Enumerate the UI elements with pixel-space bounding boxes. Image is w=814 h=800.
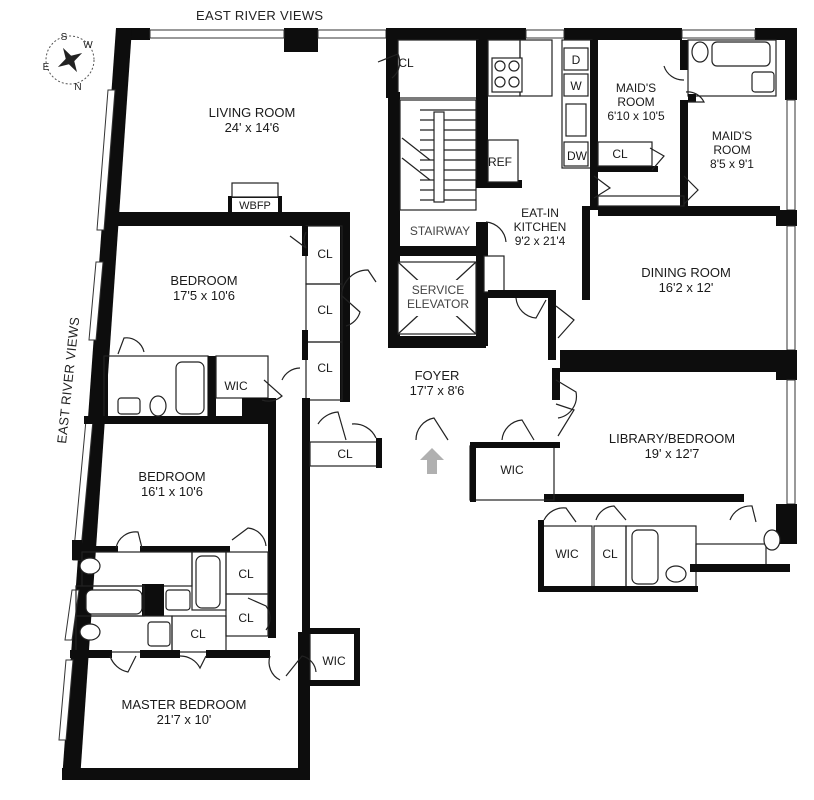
compass-s: S bbox=[61, 32, 68, 43]
maids-room1-dims: 6'10 x 10'5 bbox=[607, 109, 665, 123]
wic-master-label: WIC bbox=[322, 654, 346, 668]
library-dims: 19' x 12'7 bbox=[645, 446, 700, 461]
closet-master-label: CL bbox=[190, 627, 206, 641]
exterior-walls bbox=[58, 28, 797, 780]
service-elevator-line2: ELEVATOR bbox=[407, 297, 469, 311]
foyer-dims: 17'7 x 8'6 bbox=[410, 383, 465, 398]
dryer-label: D bbox=[572, 53, 581, 67]
fixtures bbox=[79, 41, 781, 647]
ref-label: REF bbox=[488, 155, 512, 169]
closet-maid-label: CL bbox=[612, 147, 628, 161]
compass-icon: S W N E bbox=[43, 32, 95, 93]
wic-bed1-label: WIC bbox=[224, 379, 248, 393]
closet-foyer-label: CL bbox=[337, 447, 353, 461]
bedroom1-name: BEDROOM bbox=[170, 273, 237, 288]
dishwasher-label: DW bbox=[567, 149, 588, 163]
bedroom2-name: BEDROOM bbox=[138, 469, 205, 484]
view-top-label: EAST RIVER VIEWS bbox=[196, 8, 323, 23]
maids-room2-dims: 8'5 x 9'1 bbox=[710, 157, 754, 171]
closet-bed1-a-label: CL bbox=[317, 247, 333, 261]
closet-bed1-b-label: CL bbox=[317, 303, 333, 317]
closet-bed2-b-label: CL bbox=[238, 611, 254, 625]
living-room-name: LIVING ROOM bbox=[209, 105, 296, 120]
washer-label: W bbox=[570, 79, 582, 93]
kitchen-dims: 9'2 x 21'4 bbox=[515, 234, 566, 248]
dining-room-dims: 16'2 x 12' bbox=[659, 280, 714, 295]
bedroom1-dims: 17'5 x 10'6 bbox=[173, 288, 235, 303]
interior-walls: WBFP bbox=[70, 28, 790, 686]
closet-bed1-c-label: CL bbox=[317, 361, 333, 375]
wbfp-label: WBFP bbox=[239, 200, 271, 212]
view-left-label: EAST RIVER VIEWS bbox=[54, 316, 82, 444]
living-room-dims: 24' x 14'6 bbox=[225, 120, 280, 135]
compass-e: E bbox=[43, 62, 50, 73]
kitchen-line2: KITCHEN bbox=[514, 220, 567, 234]
bedroom2-dims: 16'1 x 10'6 bbox=[141, 484, 203, 499]
library-name: LIBRARY/BEDROOM bbox=[609, 431, 735, 446]
entry-arrow-icon bbox=[420, 448, 444, 474]
wic-library2-label: WIC bbox=[555, 547, 579, 561]
compass-w: W bbox=[83, 40, 93, 51]
master-bedroom-name: MASTER BEDROOM bbox=[122, 697, 247, 712]
wic-library-label: WIC bbox=[500, 463, 524, 477]
stair-treads bbox=[401, 109, 476, 203]
foyer-name: FOYER bbox=[415, 368, 460, 383]
closet-bed2-a-label: CL bbox=[238, 567, 254, 581]
closet-library-label: CL bbox=[602, 547, 618, 561]
maids-room1-line2: ROOM bbox=[617, 95, 654, 109]
closet-living-label: CL bbox=[398, 56, 414, 70]
compass-n: N bbox=[74, 82, 81, 93]
doors bbox=[109, 53, 757, 681]
service-elevator-line1: SERVICE bbox=[412, 283, 464, 297]
stairway-label: STAIRWAY bbox=[410, 224, 470, 238]
maids-room2-line2: ROOM bbox=[713, 143, 750, 157]
maids-room1-line1: MAID'S bbox=[616, 81, 656, 95]
dining-room-name: DINING ROOM bbox=[641, 265, 731, 280]
master-bedroom-dims: 21'7 x 10' bbox=[157, 712, 212, 727]
kitchen-line1: EAT-IN bbox=[521, 206, 559, 220]
maids-room2-line1: MAID'S bbox=[712, 129, 752, 143]
